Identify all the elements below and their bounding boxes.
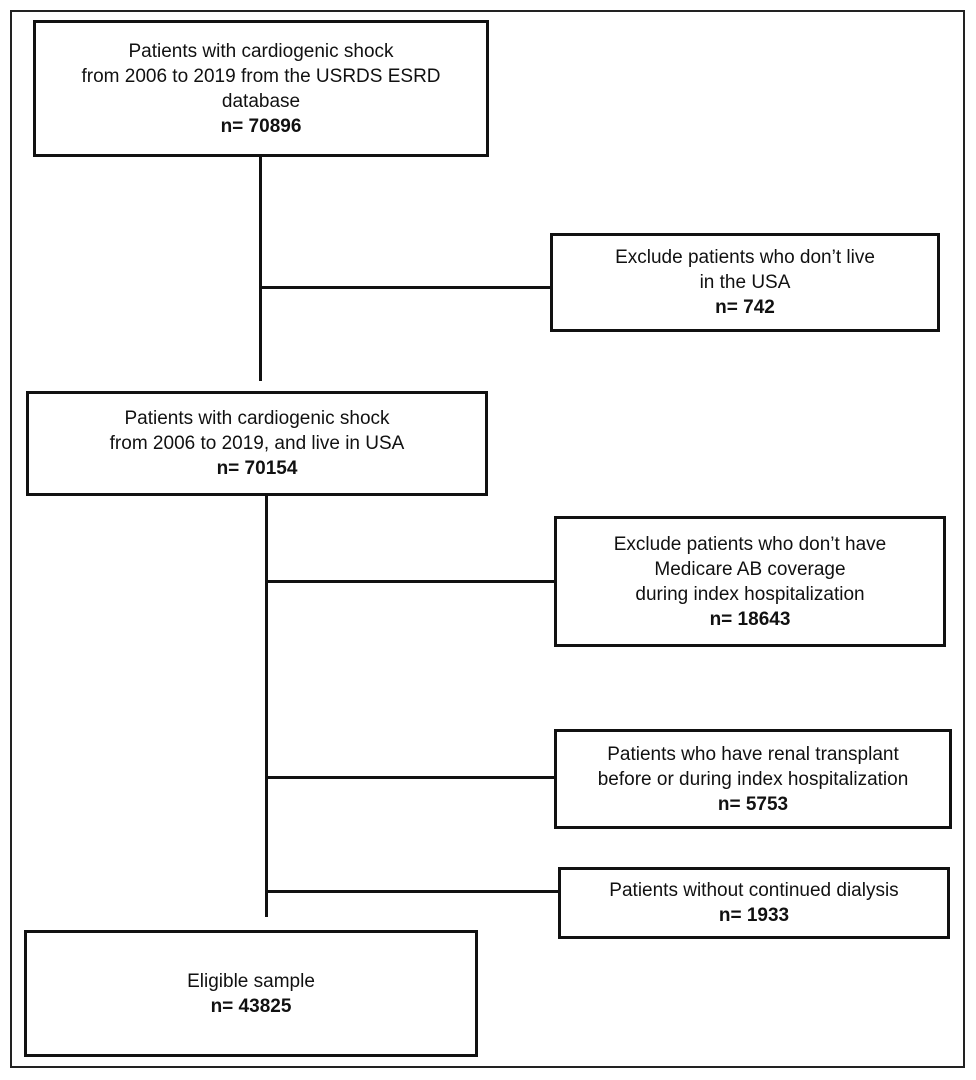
- connector-exclusion-3: [268, 776, 557, 779]
- box-exclude-non-usa-line-2: in the USA: [699, 272, 791, 293]
- box-initial-line-1: Patients with cardiogenic shock: [128, 40, 394, 62]
- box-usa-line-1: Patients with cardiogenic shock: [124, 408, 390, 429]
- box-exclude-non-usa: Exclude patients who don’t live in the U…: [550, 233, 940, 332]
- box-exclude-non-usa-count: n= 742: [715, 297, 775, 318]
- box-initial-cohort: Patients with cardiogenic shock from 200…: [33, 20, 489, 157]
- box-exclude-renal-line-2: before or during index hospitalization: [597, 768, 909, 790]
- box-exclude-renal-transplant: Patients who have renal transplant befor…: [554, 729, 952, 829]
- connector-main-2: [265, 495, 268, 917]
- box-exclude-renal-line-1: Patients who have renal transplant: [607, 743, 899, 765]
- box-exclude-no-medicare-count: n= 18643: [709, 608, 791, 630]
- box-eligible-sample: Eligible sample n= 43825: [24, 930, 478, 1057]
- box-exclude-no-dialysis-line-1: Patients without continued dialysis: [609, 880, 899, 901]
- connector-exclusion-1: [262, 286, 553, 289]
- box-usa-count: n= 70154: [216, 458, 298, 479]
- box-exclude-no-medicare-line-2: Medicare AB coverage: [654, 558, 846, 580]
- box-exclude-renal-count: n= 5753: [717, 793, 789, 815]
- box-exclude-non-usa-line-1: Exclude patients who don’t live: [615, 247, 875, 268]
- box-initial-count: n= 70896: [220, 115, 302, 137]
- box-initial-line-2: from 2006 to 2019 from the USRDS ESRD: [81, 65, 441, 87]
- connector-exclusion-2: [268, 580, 557, 583]
- box-exclude-no-dialysis: Patients without continued dialysis n= 1…: [558, 867, 950, 939]
- connector-exclusion-4: [268, 890, 561, 893]
- box-exclude-no-medicare: Exclude patients who don’t have Medicare…: [554, 516, 946, 647]
- box-exclude-no-medicare-line-1: Exclude patients who don’t have: [613, 533, 887, 555]
- box-eligible-line-1: Eligible sample: [187, 970, 315, 992]
- box-usa-line-2: from 2006 to 2019, and live in USA: [109, 433, 405, 454]
- box-exclude-no-dialysis-count: n= 1933: [718, 905, 790, 926]
- box-exclude-no-medicare-line-3: during index hospitalization: [635, 583, 865, 605]
- box-eligible-count: n= 43825: [210, 995, 292, 1017]
- figure-frame: [10, 10, 965, 1068]
- connector-main-1: [259, 155, 262, 381]
- box-usa-cohort: Patients with cardiogenic shock from 200…: [26, 391, 488, 496]
- box-initial-line-3: database: [221, 90, 301, 112]
